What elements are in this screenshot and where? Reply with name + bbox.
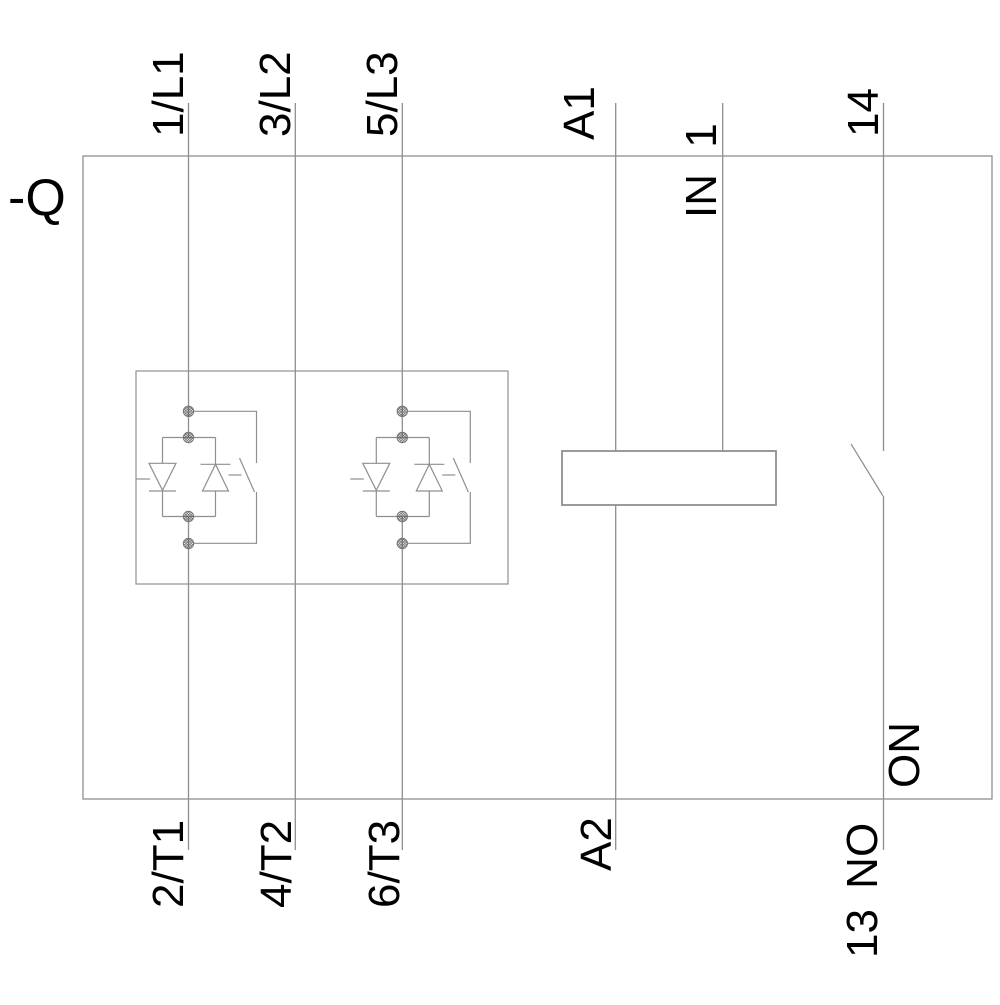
thyristor-module-l1 [135, 405, 258, 550]
terminal-label-4t2: 4/T2 [252, 820, 301, 908]
terminal-label-13no: 13 NO [838, 823, 887, 958]
soft-starter-outline [82, 155, 993, 800]
thyristor-block-outline [135, 370, 509, 585]
terminal-label-a2: A2 [572, 817, 621, 871]
terminal-label-5l3: 5/L3 [358, 51, 407, 137]
designator-label: -Q [8, 169, 66, 227]
coil-symbol [561, 450, 777, 506]
thyristor-module-l3 [349, 405, 471, 550]
terminal-label-1l1: 1/L1 [144, 51, 193, 137]
no-contact-blade [850, 443, 884, 497]
terminal-label-6t3: 6/T3 [360, 820, 409, 908]
terminal-label-a1: A1 [555, 86, 604, 140]
terminal-label-3l2: 3/L2 [251, 51, 300, 137]
terminal-label-14: 14 [839, 88, 888, 137]
contact-label-on: ON [880, 722, 929, 788]
terminal-label-in1: IN 1 [677, 123, 726, 218]
terminal-label-2t1: 2/T1 [144, 820, 193, 908]
